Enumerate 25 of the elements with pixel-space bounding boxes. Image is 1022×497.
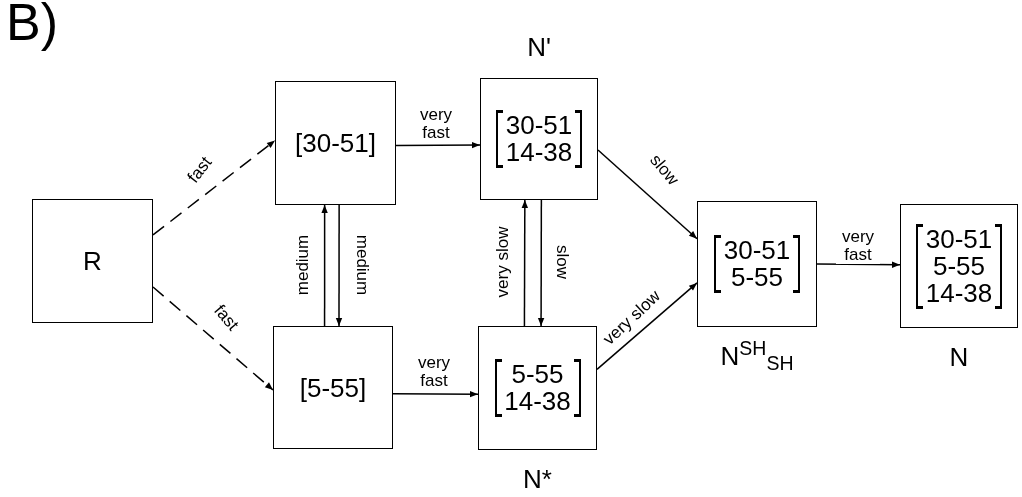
node-label: [5-55] xyxy=(299,373,367,402)
state-name: N' xyxy=(527,33,551,61)
arrow xyxy=(335,204,343,327)
node-label: 5-55 14-38 xyxy=(503,359,572,417)
arrow xyxy=(816,261,901,268)
node-label: 30-51 14-38 xyxy=(504,110,574,168)
state-box xyxy=(273,326,393,449)
arrow xyxy=(597,149,698,240)
state-box xyxy=(275,81,396,205)
arrow xyxy=(392,390,479,398)
arrow xyxy=(596,282,698,371)
node-label: 30-51 5-55 xyxy=(722,235,792,293)
edge-label: very slow xyxy=(494,225,512,299)
arrow xyxy=(395,141,481,149)
node-label: [30-51] xyxy=(295,129,376,157)
state-name: N xyxy=(949,343,969,371)
arrow xyxy=(521,199,528,327)
node-label: R xyxy=(83,247,102,275)
arrow xyxy=(537,199,545,327)
node-label: 30-51 5-55 14-38 xyxy=(924,223,994,309)
state-name: N* xyxy=(523,465,552,493)
state-box xyxy=(32,199,153,323)
arrow xyxy=(321,204,328,327)
arrow xyxy=(152,139,276,236)
arrow xyxy=(152,286,274,391)
